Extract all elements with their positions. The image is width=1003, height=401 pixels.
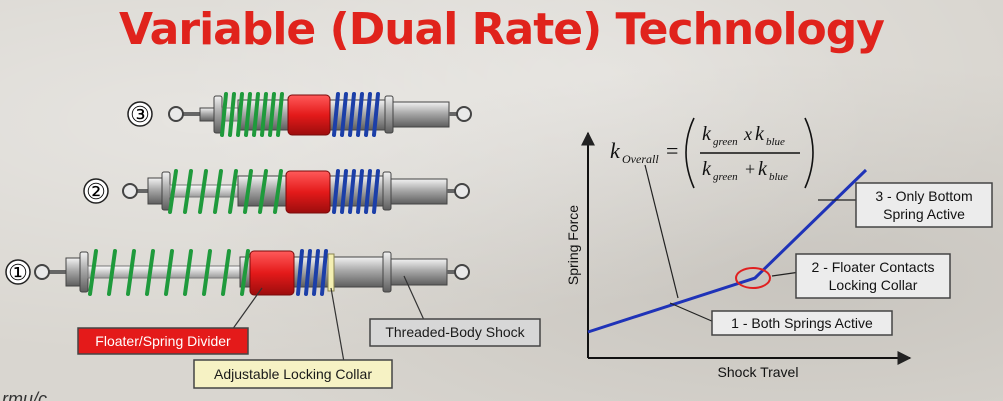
- page-title: Variable (Dual Rate) Technology: [119, 4, 885, 55]
- svg-text:green: green: [713, 136, 738, 148]
- shock-2-floater: [285, 170, 331, 214]
- callout-2-text-line2: Locking Collar: [829, 277, 918, 293]
- shock-1-reservoir: [390, 258, 448, 286]
- callout-1: 1 - Both Springs Active: [711, 310, 893, 336]
- shock-2-flange-left: [161, 171, 171, 211]
- formula-paren-left: [685, 117, 695, 189]
- shock-3-eye-right: [456, 106, 472, 122]
- shock-2-eye-left: [122, 183, 138, 199]
- shock-1-floater: [249, 250, 295, 296]
- shock-3-blue-spring: [332, 92, 380, 137]
- shock-1-blue-spring: [296, 249, 328, 296]
- svg-text:blue: blue: [769, 171, 788, 183]
- shock-2: [122, 169, 470, 214]
- shock-1-locking-collar: [327, 253, 335, 292]
- shock-2-cap-left: [147, 177, 163, 205]
- bottom-partial-text: rmu/c: [2, 389, 47, 401]
- shock-1-number-circle: [5, 259, 31, 285]
- formula: k Overall = k green x k blue k green + k…: [610, 117, 814, 189]
- transition-highlight-circle: [735, 267, 771, 289]
- x-axis-label: Shock Travel: [718, 364, 799, 380]
- collar-label: Adjustable Locking Collar: [193, 359, 393, 389]
- y-axis-label: Spring Force: [565, 205, 581, 285]
- formula-k: k: [610, 138, 621, 163]
- shock-2-number: ②: [86, 179, 106, 204]
- shock-1: [34, 249, 470, 296]
- shock-3-cap-left: [199, 107, 215, 122]
- shock-3-eye-left: [168, 106, 184, 122]
- shock-2-reservoir: [390, 178, 448, 205]
- shock-1-eye-right: [454, 264, 470, 280]
- formula-overall-sub: Overall: [622, 152, 659, 166]
- shock-3-number: ③: [130, 102, 150, 127]
- shock-1-flange-left: [79, 251, 89, 293]
- spring-rate-graph: Spring Force Shock Travel 1 - Both Sprin…: [565, 117, 993, 380]
- force-curve: [587, 168, 868, 334]
- collar-label-text: Adjustable Locking Collar: [214, 366, 372, 382]
- collar-leader: [330, 287, 345, 363]
- svg-text:blue: blue: [766, 136, 785, 148]
- callout-3-text-line2: Spring Active: [883, 206, 965, 222]
- callout-1-text: 1 - Both Springs Active: [731, 315, 873, 331]
- shock-3-flange-right: [384, 95, 394, 134]
- shock-2-number-circle: [83, 178, 109, 204]
- shock-2-eye-right: [454, 183, 470, 199]
- callout-2: 2 - Floater Contacts Locking Collar: [795, 253, 951, 299]
- callout-3-text-line1: 3 - Only Bottom: [875, 188, 972, 204]
- threaded-label: Threaded-Body Shock: [369, 318, 541, 347]
- floater-leader: [231, 287, 263, 331]
- shock-1-cap-left: [65, 257, 81, 287]
- formula-paren-right: [804, 117, 814, 189]
- svg-text:+: +: [745, 159, 755, 179]
- callout-1-leader: [669, 302, 715, 323]
- formula-leader: [644, 164, 679, 299]
- shock-3-reservoir: [392, 101, 450, 128]
- svg-text:k: k: [758, 158, 768, 180]
- svg-text:k: k: [702, 158, 712, 180]
- svg-text:green: green: [713, 171, 738, 183]
- shock-2-blue-spring: [332, 169, 380, 214]
- formula-equals: =: [666, 138, 678, 163]
- shock-1-eye-left: [34, 264, 50, 280]
- floater-label: Floater/Spring Divider: [77, 327, 249, 355]
- shock-3-number-circle: [127, 101, 153, 127]
- shock-3-green-spring: [220, 92, 284, 137]
- shock-2-green-spring: [168, 169, 283, 214]
- svg-text:x: x: [743, 124, 752, 144]
- shock-1-flange-right: [382, 251, 392, 293]
- shock-2-flange-right: [382, 171, 392, 211]
- callout-3: 3 - Only Bottom Spring Active: [855, 182, 993, 228]
- svg-text:k: k: [755, 123, 765, 145]
- shock-3-floater: [287, 94, 331, 136]
- floater-label-text: Floater/Spring Divider: [95, 333, 231, 349]
- svg-text:k: k: [702, 123, 712, 145]
- shock-1-green-spring: [88, 249, 250, 296]
- callout-2-text-line1: 2 - Floater Contacts: [812, 259, 935, 275]
- threaded-label-text: Threaded-Body Shock: [385, 324, 525, 340]
- shock-1-number: ①: [8, 260, 28, 285]
- shock-3: [168, 92, 472, 137]
- threaded-leader: [403, 275, 425, 321]
